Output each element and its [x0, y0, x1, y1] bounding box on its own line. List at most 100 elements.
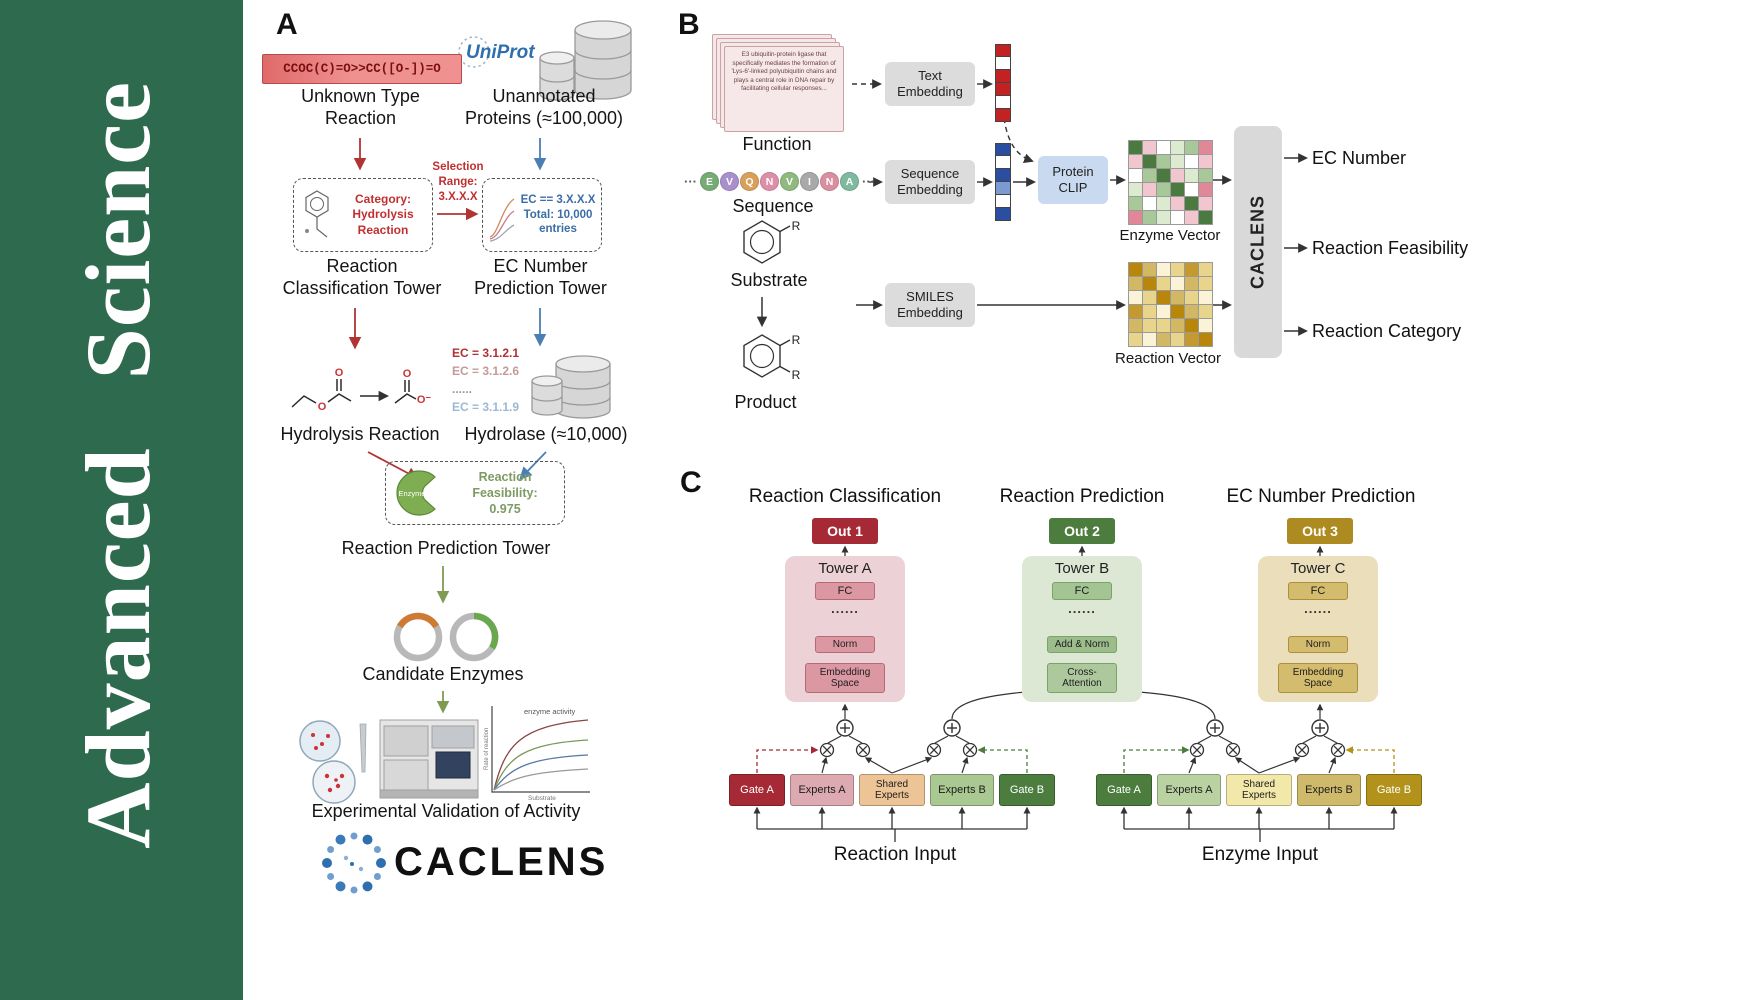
feasibility-dashed-box: Enzyme Reaction Feasibility: 0.975 — [385, 461, 565, 525]
ec-list-item: EC = 3.1.1.9 — [452, 400, 520, 414]
matrix-cell — [1199, 291, 1212, 304]
matrix-cell — [1143, 277, 1156, 290]
atom-label: O — [318, 401, 327, 413]
matrix-cell — [1199, 305, 1212, 318]
matrix-cell — [1185, 305, 1198, 318]
matrix-cell — [1157, 183, 1170, 196]
reaction-input-label: Reaction Input — [833, 844, 957, 865]
matrix-cell — [1171, 141, 1184, 154]
panel-a-flow-arrows — [348, 138, 547, 714]
matrix-cell — [1129, 305, 1142, 318]
ec-list-item: EC = 3.1.2.6 — [452, 364, 520, 378]
matrix-cell — [1199, 169, 1212, 182]
text-vector — [995, 44, 1011, 122]
protein-clip-box: Protein CLIP — [1038, 156, 1108, 204]
atom-label: O⁻ — [417, 394, 432, 406]
vector-cell — [995, 109, 1011, 122]
uniprot-dotted-ring — [458, 36, 490, 68]
caclens-wordmark: CACLENS — [394, 840, 609, 884]
matrix-cell — [1185, 333, 1198, 346]
gate-a-left-box: Gate A — [729, 774, 785, 806]
gate-weight-dashed-lines — [756, 746, 1395, 773]
matrix-cell — [1129, 263, 1142, 276]
candidate-enzyme-plasmids-icon — [393, 612, 499, 662]
residue-circle: Q — [740, 172, 759, 191]
output-ec-number: EC Number — [1312, 148, 1407, 168]
ec-list-item: ...... — [452, 382, 473, 396]
matrix-cell — [1171, 169, 1184, 182]
matrix-cell — [1143, 263, 1156, 276]
matrix-cell — [1157, 141, 1170, 154]
caclens-module-box: CACLENS — [1234, 126, 1282, 358]
ec-curves-icon — [489, 198, 515, 242]
substituent-label: R — [792, 219, 801, 233]
matrix-cell — [1143, 169, 1156, 182]
output-reaction-feasibility: Reaction Feasibility — [1312, 238, 1469, 258]
matrix-cell — [1143, 155, 1156, 168]
matrix-cell — [1129, 211, 1142, 224]
journal-title: Advanced Science — [67, 81, 169, 849]
substituent-label: R — [792, 333, 801, 347]
smiles-embedding-box: SMILES Embedding — [885, 283, 975, 327]
matrix-cell — [1199, 197, 1212, 210]
matrix-cell — [1157, 169, 1170, 182]
matrix-cell — [1157, 291, 1170, 304]
tower-a-title: Tower A — [818, 560, 872, 577]
vector-cell — [995, 96, 1011, 109]
enzyme-vector-label: Enzyme Vector — [1119, 227, 1221, 244]
matrix-cell — [1157, 197, 1170, 210]
moe-connection-lines — [821, 688, 1338, 774]
sequence-ellipsis: ··· — [862, 174, 875, 189]
activity-chart-legend: enzyme activity — [524, 707, 576, 716]
enzyme-activity-chart: enzyme activity Rate of reaction Substra… — [484, 706, 590, 802]
selection-range-label: Selection Range: 3.X.X.X — [432, 161, 484, 203]
text-embedding-box: Text Embedding — [885, 62, 975, 106]
activity-chart-xlabel: Substrate — [528, 795, 556, 802]
tower-c: Tower C FC ...... Norm Embedding Space — [1258, 556, 1378, 702]
matrix-cell — [1171, 211, 1184, 224]
panel-c-label: C — [680, 466, 702, 499]
matrix-cell — [1185, 169, 1198, 182]
matrix-cell — [1185, 141, 1198, 154]
residue-circle: I — [800, 172, 819, 191]
matrix-cell — [1129, 291, 1142, 304]
matrix-cell — [1129, 197, 1142, 210]
task-title-ec-number-prediction: EC Number Prediction — [1226, 486, 1416, 507]
caclens-logo-icon — [322, 832, 386, 894]
matrix-cell — [1185, 319, 1198, 332]
matrix-cell — [1171, 291, 1184, 304]
function-card: E3 ubiquitin-protein ligase that specifi… — [724, 46, 844, 132]
matrix-cell — [1157, 305, 1170, 318]
reaction-classification-tower-label: Reaction Classification Tower — [282, 256, 442, 298]
vector-cell — [995, 44, 1011, 57]
reaction-vector-matrix — [1128, 262, 1213, 347]
matrix-cell — [1129, 183, 1142, 196]
sequence-embedding-box: Sequence Embedding — [885, 160, 975, 204]
vector-cell — [995, 83, 1011, 96]
vector-cell — [995, 208, 1011, 221]
tower-c-title: Tower C — [1290, 560, 1346, 577]
sequence-ellipsis: ··· — [684, 174, 697, 189]
matrix-cell — [1143, 211, 1156, 224]
matrix-cell — [1143, 197, 1156, 210]
matrix-cell — [1199, 263, 1212, 276]
ec-list-item: EC = 3.1.2.1 — [452, 346, 520, 360]
matrix-cell — [1143, 319, 1156, 332]
lab-equipment-icons — [299, 719, 479, 804]
uniprot-logo: UniProt — [466, 42, 535, 63]
tower-a-embedding-space: Embedding Space — [805, 663, 885, 693]
gate-b-left-box: Gate B — [999, 774, 1055, 806]
hydrolase-label: Hydrolase (≈10,000) — [464, 424, 628, 444]
tower-b-title: Tower B — [1054, 560, 1110, 577]
out1-box: Out 1 — [812, 518, 878, 544]
matrix-cell — [1199, 141, 1212, 154]
matrix-cell — [1185, 277, 1198, 290]
matrix-cell — [1171, 183, 1184, 196]
tower-b: Tower B FC ...... Add & Norm Cross- Atte… — [1022, 556, 1142, 702]
experts-b-left-box: Experts B — [930, 774, 994, 806]
tower-b-cross-attention: Cross- Attention — [1047, 663, 1117, 693]
gate-b-right-box: Gate B — [1366, 774, 1422, 806]
matrix-cell — [1129, 155, 1142, 168]
